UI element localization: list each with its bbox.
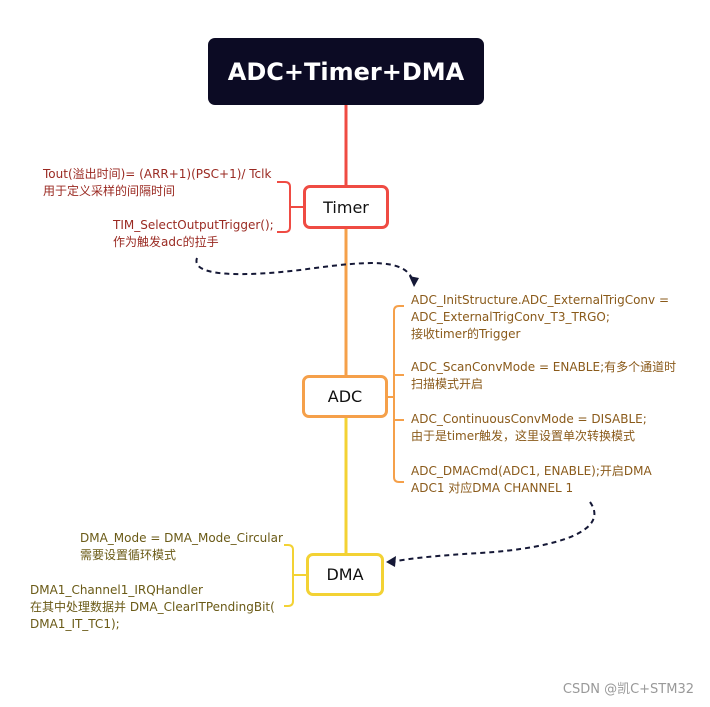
note-line: 由于是timer触发，这里设置单次转换模式 [411,429,636,443]
timer-node[interactable]: Timer [303,185,389,229]
arrow-head-adc [409,276,419,287]
note-line: 在其中处理数据并 DMA_ClearITPendingBit( [30,600,275,614]
adc-label: ADC [327,387,363,406]
arrow-adc-to-dma [391,501,596,563]
root-node[interactable]: ADC+Timer+DMA [208,38,484,105]
dma-node[interactable]: DMA [306,553,384,596]
timer-note-2: TIM_SelectOutputTrigger(); 作为触发adc的拉手 [113,217,274,251]
note-line: 用于定义采样的间隔时间 [43,184,176,198]
adc-note-1: ADC_InitStructure.ADC_ExternalTrigConv =… [411,292,669,343]
note-line: ADC_InitStructure.ADC_ExternalTrigConv = [411,293,670,307]
adc-note-2: ADC_ScanConvMode = ENABLE;有多个通道时 扫描模式开启 [411,359,676,393]
adc-node[interactable]: ADC [302,375,388,418]
adc-note-4: ADC_DMACmd(ADC1, ENABLE);开启DMA ADC1 对应DM… [411,463,652,497]
timer-note-1: Tout(溢出时间)= (ARR+1)(PSC+1)/ Tclk 用于定义采样的… [43,166,271,200]
watermark: CSDN @凯C+STM32 [562,682,694,697]
arrow-head-dma [386,556,396,567]
note-line: Tout(溢出时间)= (ARR+1)(PSC+1)/ Tclk [43,167,272,181]
note-line: 扫描模式开启 [411,377,484,391]
dma-notes-bracket [284,544,306,607]
note-line: 作为触发adc的拉手 [113,235,219,249]
note-line: ADC_ScanConvMode = ENABLE;有多个通道时 [411,360,677,374]
dma-note-1: DMA_Mode = DMA_Mode_Circular 需要设置循环模式 [80,530,283,564]
timer-label: Timer [323,197,369,217]
note-line: ADC_DMACmd(ADC1, ENABLE);开启DMA [411,464,652,478]
dma-note-2: DMA1_Channel1_IRQHandler 在其中处理数据并 DMA_Cl… [30,582,275,633]
note-line: TIM_SelectOutputTrigger(); [113,218,274,232]
note-line: ADC_ExternalTrigConv_T3_TRGO; [411,310,610,324]
note-line: ADC1 对应DMA CHANNEL 1 [411,481,574,495]
root-label: ADC+Timer+DMA [227,57,465,86]
note-line: 需要设置循环模式 [80,548,177,562]
note-line: DMA_Mode = DMA_Mode_Circular [80,531,283,545]
dma-label: DMA [326,565,364,584]
note-line: DMA1_Channel1_IRQHandler [30,583,203,597]
note-line: 接收timer的Trigger [411,327,521,341]
adc-note-3: ADC_ContinuousConvMode = DISABLE; 由于是tim… [411,411,647,445]
timer-notes-bracket [277,181,303,233]
adc-notes-bracket [388,305,404,483]
arrow-timer-to-adc [195,257,414,282]
note-line: DMA1_IT_TC1); [30,617,120,631]
note-line: ADC_ContinuousConvMode = DISABLE; [411,412,647,426]
